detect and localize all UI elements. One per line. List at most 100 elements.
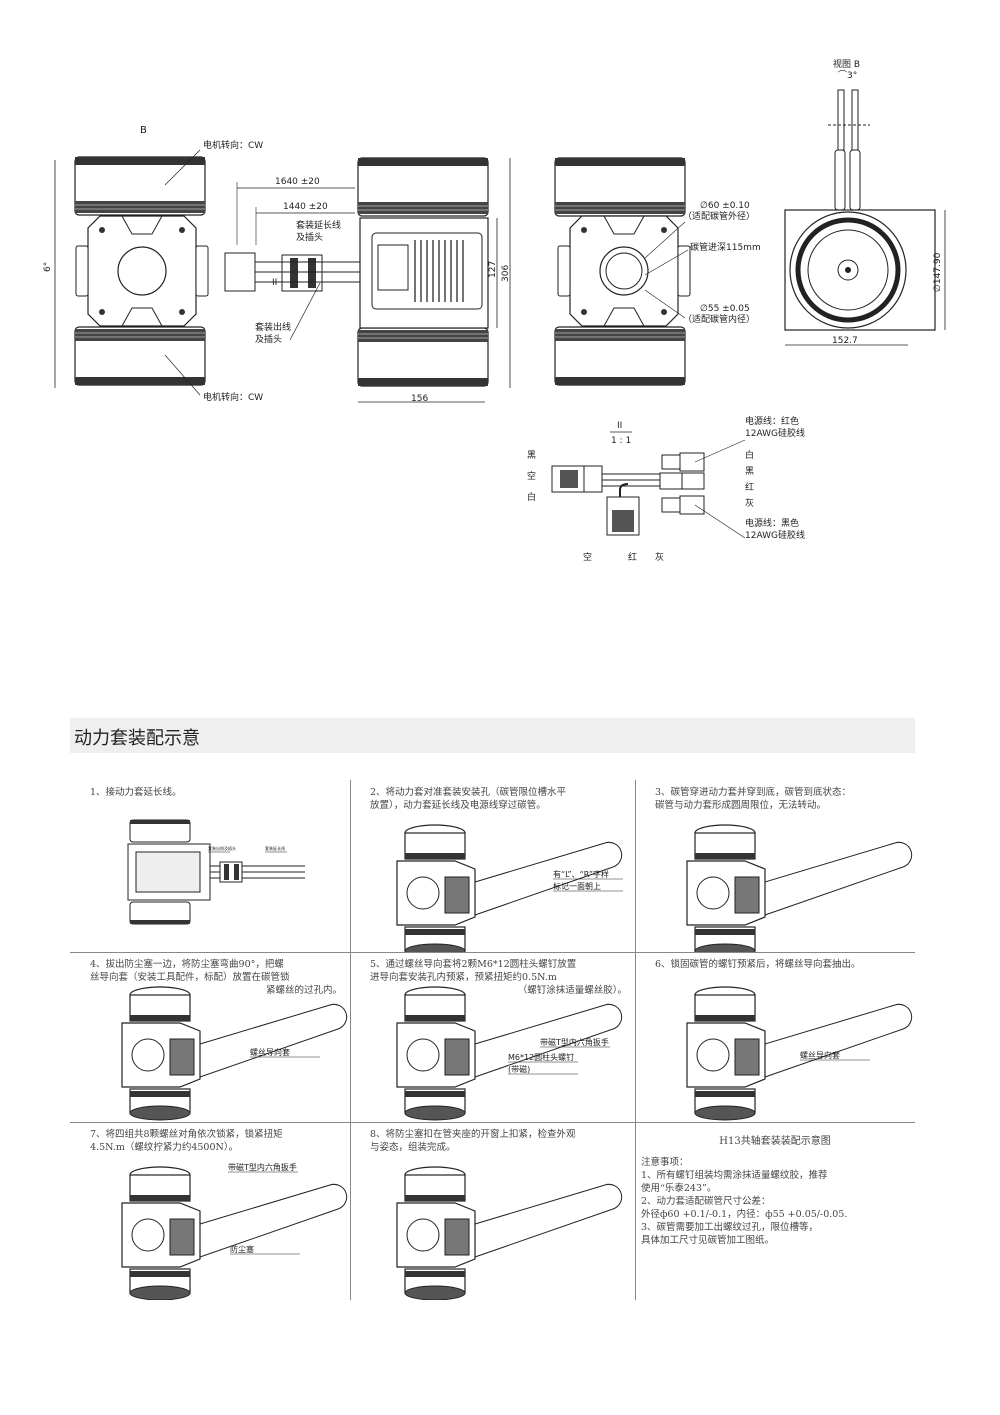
instruction-line: 4.5N.m（螺纹拧紧力约4500N）。 [90, 1142, 239, 1153]
top-view: 127 306 156 [357, 157, 511, 404]
view-b-marker: B [140, 125, 147, 136]
dim-147-90: ∅147.90 [933, 252, 943, 292]
side-view: ∅60 ±0.10 （适配碳管外径） 碳管进深115mm ∅55 ±0.05 （… [554, 157, 761, 386]
step-instruction: 5、通过螺丝导向套将2颗M6*12圆柱头螺钉放置进导向套安装孔内预紧，预紧扭矩约… [370, 958, 627, 997]
power-kit-illustration [396, 986, 476, 1121]
callout-label: 带磁T型内六角扳手 [228, 1162, 297, 1172]
out-cable-label-2: 及插头 [255, 333, 282, 345]
divider [635, 780, 636, 1300]
carbon-tube [464, 841, 623, 916]
carbon-tube [189, 1003, 348, 1078]
instruction-line: 4、拔出防尘塞一边，将防尘塞弯曲90°，把螺 [90, 959, 284, 970]
callout-label: 套装延长线 [265, 845, 285, 851]
section-header: 动力套装配示意 [70, 718, 915, 753]
power-kit-illustration [121, 1166, 201, 1300]
detail-marker: II [272, 278, 277, 288]
instruction-line: 5、通过螺丝导向套将2颗M6*12圆柱头螺钉放置 [370, 959, 577, 970]
wiring-scale: 1 : 1 [611, 436, 631, 446]
divider [70, 1122, 915, 1123]
tilt-angle: 6° [43, 262, 53, 272]
carbon-tube [464, 1003, 623, 1078]
wire-label-left-2: 白 [527, 491, 536, 503]
step-7: 带磁T型内六角扳手防尘塞 7、将四组共8颗螺丝对角依次锁紧，锁紧扭矩 4.5N.m（… [70, 1122, 350, 1300]
step-instruction: 2、将动力套对准套装安装孔（碳管限位槽水平放置），动力套延长线及电源线穿过碳管。 [370, 786, 627, 812]
note-line: 外径ф60 +0.1/-0.1，内径：ф55 +0.05/-0.05. [641, 1209, 848, 1220]
motor-rotation-bottom: 电机转向：CW [203, 391, 263, 403]
black-power-line-2: 12AWG硅胶线 [745, 529, 805, 541]
callout-label: 有“L”、“R”字样 [553, 869, 609, 879]
power-kit-illustration [396, 1166, 476, 1300]
carbon-tube [754, 1003, 913, 1078]
tube-depth: 碳管进深115mm [690, 241, 761, 253]
callout-label: 带磁T型内六角扳手 [540, 1037, 609, 1047]
wire-label-left-1: 空 [527, 470, 536, 482]
dim-127: 127 [488, 261, 498, 278]
note-line: 具体加工尺寸见碳管加工图纸。 [641, 1235, 775, 1246]
callout-label: 防尘塞 [230, 1244, 254, 1254]
callout-label: 螺丝导向套 [800, 1050, 840, 1060]
divider [350, 780, 351, 1300]
instruction-line: 放置），动力套延长线及电源线穿过碳管。 [370, 800, 546, 811]
out-cable-label-1: 套装出线 [255, 321, 291, 333]
ext-cable-label-1: 套装延长线 [296, 219, 341, 231]
instruction-line: 紧螺丝的过孔内。 [265, 985, 342, 996]
red-power-line-1: 电源线：红色 [745, 415, 799, 427]
step-illustration [686, 824, 913, 952]
instruction-line: 2、将动力套对准套装安装孔（碳管限位槽水平 [370, 787, 567, 798]
callout-label: 螺丝导向套 [250, 1047, 290, 1057]
ext-cable-label-2: 及插头 [296, 231, 323, 243]
motor-top-view [127, 819, 305, 925]
instruction-line: 与姿态，组装完成。 [370, 1142, 456, 1153]
notes-title: H13共轴套装装配示意图 [719, 1136, 831, 1147]
power-kit-illustration [396, 824, 476, 952]
wire-label-right-0: 白 [745, 449, 754, 461]
instruction-line: 8、将防尘塞扣在管夹座的开窗上扣紧，检查外观 [370, 1129, 576, 1140]
step-3: 3、碳管穿进动力套并穿到底，碳管到底状态：碳管与动力套形成圆周限位，无法转动。 [635, 780, 915, 952]
step-instruction: 3、碳管穿进动力套并穿到底，碳管到底状态：碳管与动力套形成圆周限位，无法转动。 [655, 786, 907, 812]
note-line: 3、碳管需要加工出螺纹过孔，限位槽等， [641, 1222, 819, 1233]
step-1: 套装出线及插头 套装延长线 1、接动力套延长线。 [70, 780, 350, 952]
instruction-line: 1、接动力套延长线。 [90, 787, 182, 798]
note-line: 1、所有螺钉组装均需涂抹适量螺纹胶，推荐 [641, 1170, 828, 1181]
step-illustration: 螺丝导向套 [686, 986, 913, 1121]
note-line: 2、动力套适配碳管尺寸公差： [641, 1196, 771, 1207]
step-8: 8、将防尘塞扣在管夹座的开窗上扣紧，检查外观与姿态，组装完成。 [350, 1122, 635, 1300]
wire-label-left-0: 黑 [527, 450, 536, 461]
dim-1440: 1440 ±20 [283, 202, 328, 212]
instruction-line: 7、将四组共8颗螺丝对角依次锁紧，锁紧扭矩 [90, 1129, 283, 1140]
outer-diameter: ∅60 ±0.10 [700, 201, 750, 211]
notes-list: 注意事项：1、所有螺钉组装均需涂抹适量螺纹胶，推荐使用“乐泰243”。2、动力套… [641, 1156, 847, 1247]
dim-152-7: 152.7 [832, 336, 858, 346]
wire-label-bottom-1: 红 [628, 551, 637, 563]
inner-diameter: ∅55 ±0.05 [700, 304, 750, 314]
instruction-line: 丝导向套（安装工具配件，标配）放置在碳管锁 [90, 972, 290, 983]
dim-1640: 1640 ±20 [275, 177, 320, 187]
power-kit-illustration [686, 824, 766, 952]
carbon-tube [754, 841, 913, 916]
instruction-line: 进导向套安装孔内预紧，预紧扭矩约0.5N.m [370, 972, 557, 983]
view-b: 视图 B ⌒3° ∅147.90 152.7 [784, 58, 946, 346]
black-power-line-1: 电源线：黑色 [745, 517, 799, 529]
instruction-line: 碳管与动力套形成圆周限位，无法转动。 [655, 800, 827, 811]
step-instruction: 4、拔出防尘塞一边，将防尘塞弯曲90°，把螺丝导向套（安装工具配件，标配）放置在… [90, 958, 342, 997]
wire-label-right-2: 红 [745, 481, 754, 493]
step-instruction: 7、将四组共8颗螺丝对角依次锁紧，锁紧扭矩 4.5N.m（螺纹拧紧力约4500N）… [90, 1128, 342, 1154]
note-line: 使用“乐泰243”。 [641, 1183, 717, 1194]
carbon-tube [189, 1183, 348, 1258]
red-power-line-2: 12AWG硅胶线 [745, 427, 805, 439]
step-4: 螺丝导向套 4、拔出防尘塞一边，将防尘塞弯曲90°，把螺丝导向套（安装工具配件，标… [70, 952, 350, 1122]
view-b-title: 视图 B [833, 58, 860, 70]
callout-label: 套装出线及插头 [208, 845, 236, 851]
technical-drawing: B 电机转向：CW 电机转向：CW 6° 1640 ±20 1440 ±20 套… [43, 58, 946, 563]
dim-156: 156 [411, 394, 428, 404]
wire-label-right-1: 黑 [745, 466, 754, 477]
inner-diameter-note: （适配碳管内径） [683, 313, 755, 325]
step-instruction: 1、接动力套延长线。 [90, 786, 342, 799]
left-view: B 电机转向：CW 电机转向：CW 6° [43, 125, 263, 403]
wiring-detail: II 1 : 1 黑 空 白 电源线：红色 12AWG硅胶线 白 黑 红 灰 电… [527, 415, 805, 563]
view-b-angle: ⌒3° [838, 70, 857, 81]
carbon-tube [464, 1183, 623, 1258]
outer-diameter-note: （适配碳管外径） [683, 210, 755, 222]
